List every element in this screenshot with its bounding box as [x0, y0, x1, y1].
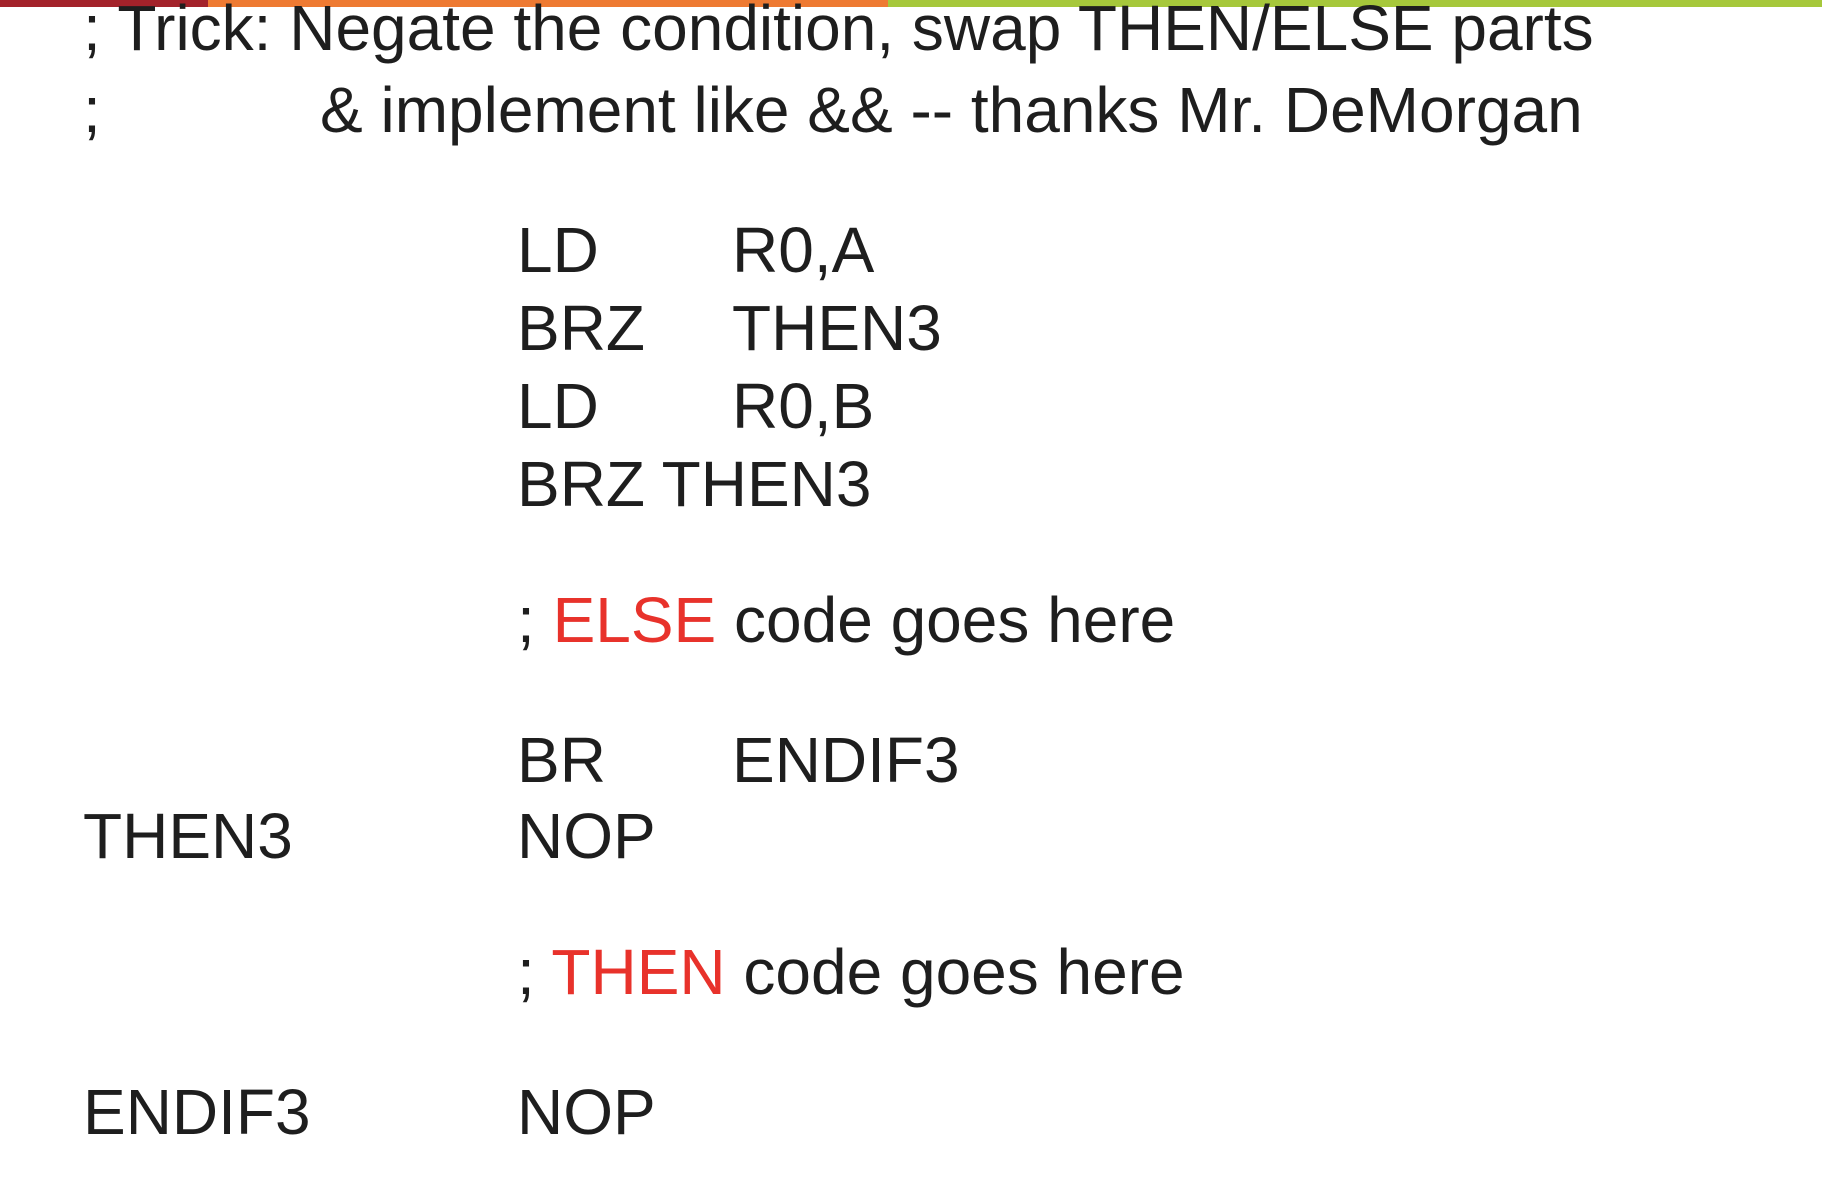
accent-bar-orange — [208, 0, 888, 7]
else-comment-prefix: ; — [517, 584, 535, 656]
comment-line-2-text: & implement like && -- thanks Mr. DeMorg… — [320, 74, 1583, 146]
accent-bar — [0, 0, 1822, 7]
instruction-brz-2: BRZ THEN3 — [517, 448, 872, 520]
instruction-endif3-nop: NOP — [517, 1076, 656, 1148]
then-comment-suffix: code goes here — [743, 936, 1185, 1008]
label-endif3: ENDIF3 — [83, 1076, 311, 1148]
else-comment: ; ELSE code goes here — [517, 588, 1175, 652]
then-comment-prefix: ; — [517, 936, 535, 1008]
instruction-ld-b-operand: R0,B — [732, 370, 875, 442]
instruction-ld-a-opcode: LD — [517, 214, 599, 286]
instruction-brz-1-opcode: BRZ — [517, 292, 645, 364]
else-keyword: ELSE — [552, 584, 717, 656]
then-keyword: THEN — [551, 936, 726, 1008]
instruction-ld-a-operand: R0,A — [732, 214, 875, 286]
instruction-ld-b-opcode: LD — [517, 370, 599, 442]
comment-line-2-prefix: ; — [83, 74, 101, 146]
comment-line-1: ; Trick: Negate the condition, swap THEN… — [83, 0, 1594, 64]
accent-bar-red — [0, 0, 208, 7]
accent-bar-green — [888, 0, 1822, 7]
instruction-br-operand: ENDIF3 — [732, 724, 960, 796]
label-then3: THEN3 — [83, 800, 293, 872]
instruction-then3-nop: NOP — [517, 800, 656, 872]
instruction-brz-1-operand: THEN3 — [732, 292, 942, 364]
then-comment: ; THEN code goes here — [517, 940, 1185, 1004]
instruction-br-opcode: BR — [517, 724, 606, 796]
else-comment-suffix: code goes here — [734, 584, 1176, 656]
